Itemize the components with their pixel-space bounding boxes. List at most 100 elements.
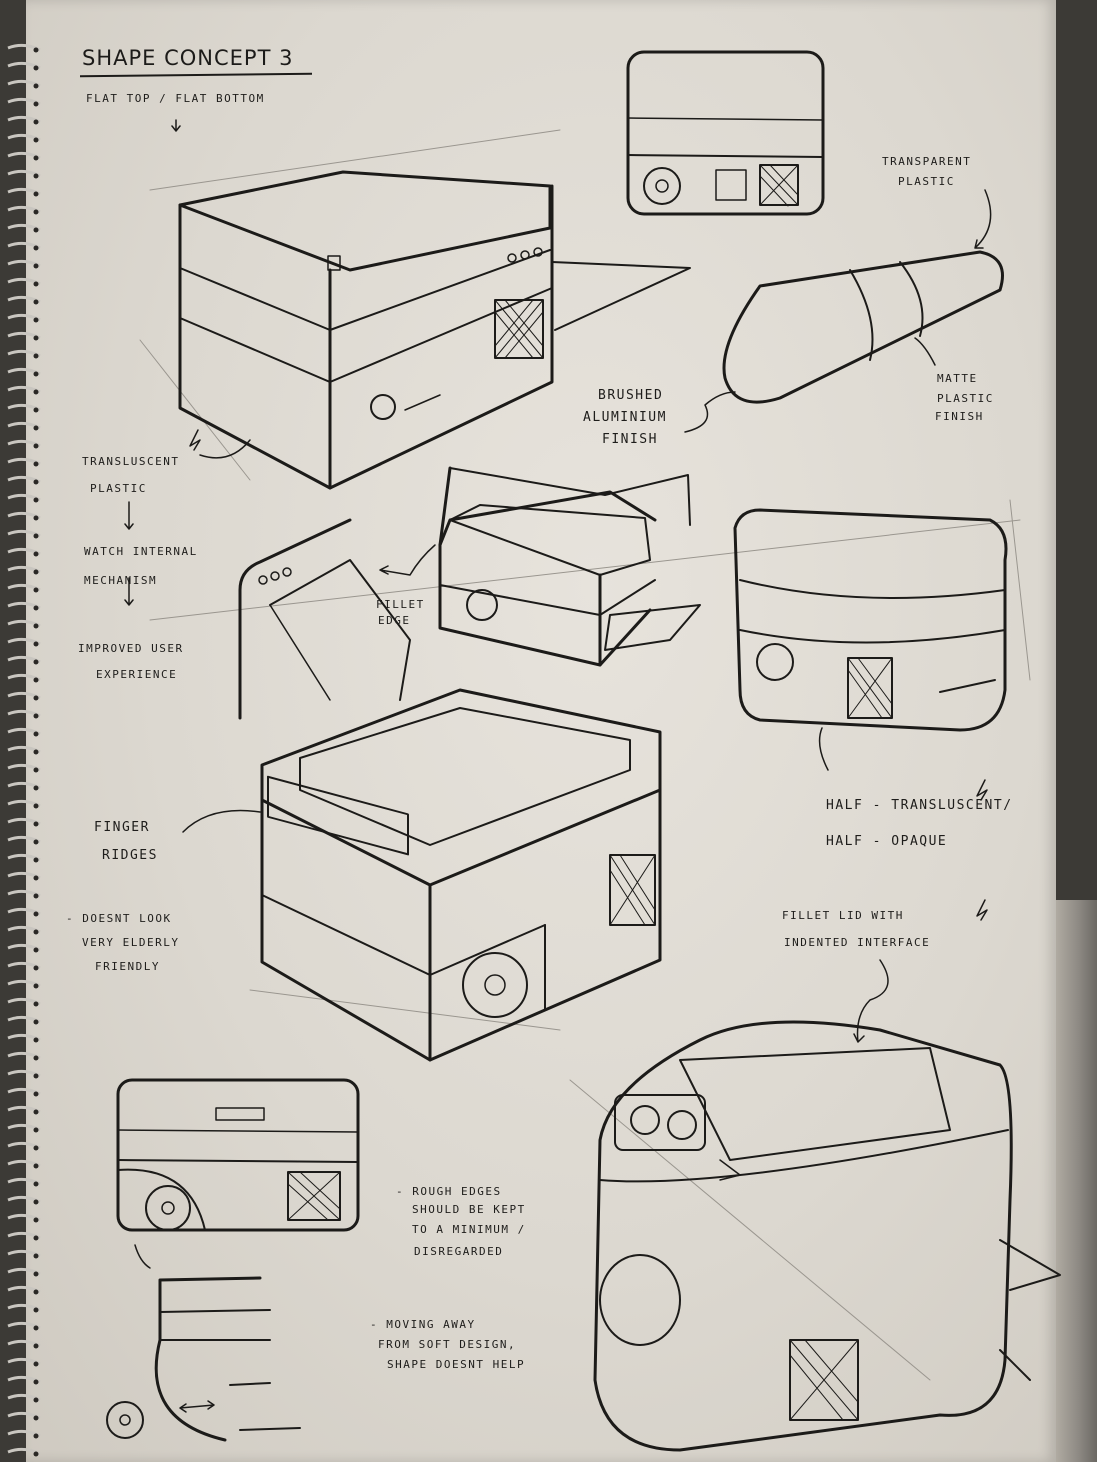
spiral-hole xyxy=(33,1163,39,1169)
spiral-hole xyxy=(33,659,39,665)
sketch-side-profile xyxy=(106,1244,301,1442)
note-brushed-3: FINISH xyxy=(602,432,658,447)
spiral-hole xyxy=(33,191,39,197)
spiral-hole xyxy=(33,515,39,521)
spiral-hole xyxy=(33,1091,39,1097)
spiral-hole xyxy=(33,83,39,89)
note-translucent: TRANSLUSCENT xyxy=(82,455,180,468)
spiral-hole xyxy=(33,1451,39,1457)
spiral-hole xyxy=(33,1073,39,1079)
note-moving: - MOVING AWAY xyxy=(370,1318,476,1331)
note-watch: WATCH INTERNAL xyxy=(84,545,198,558)
spiral-hole xyxy=(33,281,39,287)
spiral-hole xyxy=(33,551,39,557)
note-finger: FINGER xyxy=(94,820,150,835)
spiral-hole xyxy=(33,101,39,107)
spiral-hole xyxy=(33,821,39,827)
note-moving-3: SHAPE DOESNT HELP xyxy=(387,1358,526,1371)
spiral-hole xyxy=(33,713,39,719)
spiral-hole xyxy=(33,209,39,215)
spiral-hole xyxy=(33,983,39,989)
sketch-finger-ridges-printer xyxy=(260,688,662,1062)
spiral-hole xyxy=(33,137,39,143)
note-fillet-lid: FILLET LID WITH xyxy=(782,909,904,922)
spiral-hole xyxy=(33,785,39,791)
spiral-hole xyxy=(33,947,39,953)
spiral-hole xyxy=(33,497,39,503)
spiral-hole xyxy=(33,335,39,341)
spiral-hole xyxy=(33,299,39,305)
spiral-hole xyxy=(33,245,39,251)
spiral-hole xyxy=(33,1397,39,1403)
spiral-hole xyxy=(33,1415,39,1421)
sketchbook-edge xyxy=(1050,900,1097,1462)
spiral-hole xyxy=(33,371,39,377)
spiral-hole xyxy=(33,731,39,737)
spiral-hole xyxy=(33,1307,39,1313)
spiral-hole xyxy=(33,857,39,863)
spiral-binding xyxy=(7,43,41,1457)
note-transparent: TRANSPARENT xyxy=(882,155,972,168)
spiral-hole xyxy=(33,407,39,413)
spiral-hole xyxy=(33,155,39,161)
spiral-hole xyxy=(33,1109,39,1115)
spiral-hole xyxy=(33,875,39,881)
note-transparent-2: PLASTIC xyxy=(898,175,955,188)
spiral-hole xyxy=(33,1001,39,1007)
note-improved: IMPROVED USER xyxy=(78,642,184,655)
spiral-hole xyxy=(33,677,39,683)
spiral-hole xyxy=(33,911,39,917)
spiral-hole xyxy=(33,227,39,233)
sketch-corner-detail xyxy=(238,518,411,720)
spiral-hole xyxy=(33,929,39,935)
sketch-front-view-top xyxy=(626,50,825,216)
spiral-hole xyxy=(33,425,39,431)
spiral-hole xyxy=(33,1127,39,1133)
note-matte-2: PLASTIC xyxy=(937,392,994,405)
spiral-hole xyxy=(33,1361,39,1367)
note-flat-top: FLAT TOP / FLAT BOTTOM xyxy=(86,92,265,105)
spiral-hole xyxy=(33,839,39,845)
spiral-hole xyxy=(33,533,39,539)
note-matte-3: FINISH xyxy=(935,410,984,423)
spiral-hole xyxy=(33,605,39,611)
spiral-hole xyxy=(33,479,39,485)
note-fillet-edge-2: EDGE xyxy=(378,614,411,627)
note-improved-2: EXPERIENCE xyxy=(96,668,178,681)
spiral-hole xyxy=(33,1433,39,1439)
spiral-hole xyxy=(33,641,39,647)
spiral-hole xyxy=(33,389,39,395)
spiral-hole xyxy=(33,317,39,323)
spiral-hole xyxy=(33,1289,39,1295)
note-fillet-lid-2: INDENTED INTERFACE xyxy=(784,936,931,949)
spiral-hole xyxy=(33,353,39,359)
spiral-hole xyxy=(33,1217,39,1223)
spiral-hole xyxy=(33,1379,39,1385)
spiral-hole xyxy=(33,119,39,125)
sketch-front-view-bottom xyxy=(116,1078,360,1232)
note-rough: - ROUGH EDGES xyxy=(396,1185,502,1198)
spiral-hole xyxy=(33,443,39,449)
note-translucent-2: PLASTIC xyxy=(90,482,147,495)
spiral-hole xyxy=(33,767,39,773)
spiral-hole xyxy=(33,1343,39,1349)
note-elderly: - DOESNT LOOK xyxy=(66,912,172,925)
page-title: SHAPE CONCEPT 3 xyxy=(82,46,294,70)
note-rough-2: SHOULD BE KEPT xyxy=(412,1203,526,1216)
spiral-hole xyxy=(33,749,39,755)
spiral-hole xyxy=(33,65,39,71)
spiral-hole xyxy=(33,173,39,179)
note-watch-2: MECHANISM xyxy=(84,574,158,587)
sketch-half-translucent xyxy=(733,508,1008,732)
note-rough-3: TO A MINIMUM / xyxy=(412,1223,526,1236)
spiral-hole xyxy=(33,1055,39,1061)
note-brushed: BRUSHED xyxy=(598,388,664,403)
spiral-hole xyxy=(33,461,39,467)
note-brushed-2: ALUMINIUM xyxy=(583,410,667,425)
note-elderly-2: VERY ELDERLY xyxy=(82,936,180,949)
spiral-hole xyxy=(33,623,39,629)
spiral-hole xyxy=(33,695,39,701)
note-fillet-edge: FILLET xyxy=(376,598,425,611)
spiral-hole xyxy=(33,1271,39,1277)
